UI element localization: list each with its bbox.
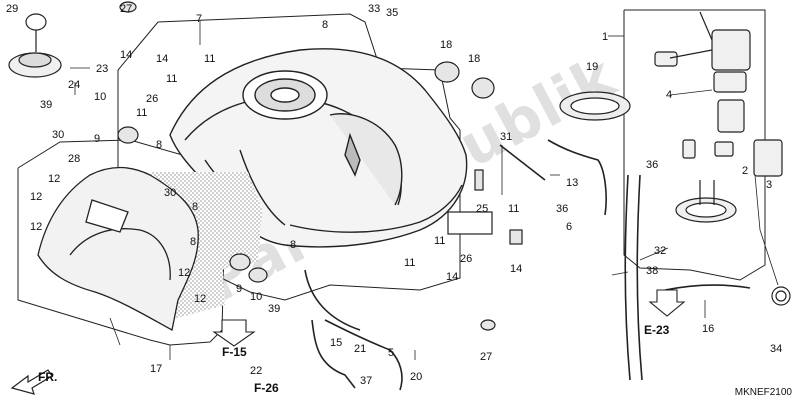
callout: 16 [702, 323, 714, 335]
side-cover [37, 166, 199, 331]
callout: 3 [766, 179, 772, 191]
callout: 12 [30, 221, 42, 233]
callout: 17 [150, 363, 162, 375]
callout: 37 [360, 375, 372, 387]
callout: 12 [178, 267, 190, 279]
callout: 8 [190, 236, 196, 248]
diagram-code: MKNEF2100 [734, 387, 792, 398]
callout-labels: 1 2 3 4 5 6 7 8 8 8 8 8 9 9 10 10 11 11 … [6, 3, 782, 387]
callout: 12 [194, 293, 206, 305]
callout: 14 [446, 271, 458, 283]
callout: 6 [566, 221, 572, 233]
gasket [559, 91, 631, 121]
hoses [304, 139, 751, 391]
callout: 32 [654, 245, 666, 257]
callout: 18 [440, 39, 452, 51]
callout: 4 [666, 89, 672, 101]
callout: 35 [386, 7, 398, 19]
callout: 9 [94, 133, 100, 145]
callout: 14 [510, 263, 522, 275]
callout: 39 [268, 303, 280, 315]
callout: 8 [322, 19, 328, 31]
callout: 22 [250, 365, 262, 377]
callout: 23 [96, 63, 108, 75]
callout: 24 [68, 79, 80, 91]
callout: 1 [602, 31, 608, 43]
callout: 36 [646, 159, 658, 171]
callout: 10 [250, 291, 262, 303]
callout: 5 [388, 347, 394, 359]
front-direction-arrow [10, 369, 53, 395]
callout: 13 [566, 177, 578, 189]
callout: 9 [236, 283, 242, 295]
callout: 12 [30, 191, 42, 203]
callout: 27 [120, 3, 132, 15]
callout: 11 [136, 107, 147, 119]
callout: 15 [330, 337, 342, 349]
callout: 8 [192, 201, 198, 213]
callout: 38 [646, 265, 658, 277]
callout: 33 [368, 3, 380, 15]
callout: 2 [742, 165, 748, 177]
callout: 25 [476, 203, 488, 215]
callout: 21 [354, 343, 366, 355]
callout: 7 [196, 13, 202, 25]
callout: 39 [40, 99, 52, 111]
callout: 18 [468, 53, 480, 65]
ref-e-23: E-23 [644, 323, 670, 337]
ref-f-15: F-15 [222, 345, 247, 359]
fittings [117, 1, 791, 331]
callout: 8 [156, 139, 162, 151]
callout: 11 [404, 257, 415, 269]
callout: 29 [6, 3, 18, 15]
fuel-pump-assembly [654, 11, 783, 223]
callout: 28 [68, 153, 80, 165]
callout: 30 [164, 187, 176, 199]
callout: 31 [500, 131, 512, 143]
callout: 36 [556, 203, 568, 215]
callout: 11 [434, 235, 445, 247]
callout: 27 [480, 351, 492, 363]
leader-lines [70, 20, 779, 360]
fuel-cap [8, 13, 62, 78]
callout: 11 [166, 73, 177, 85]
reference-arrows [212, 289, 686, 347]
callout: 10 [94, 91, 106, 103]
ref-f-26: F-26 [254, 381, 279, 395]
callout: 30 [52, 129, 64, 141]
callout: 14 [120, 49, 132, 61]
front-direction-label: FR. [38, 370, 57, 384]
callout: 19 [586, 61, 598, 73]
callout: 11 [204, 53, 215, 65]
callout: 20 [410, 371, 422, 383]
callout: 26 [460, 253, 472, 265]
callout: 34 [770, 343, 782, 355]
callout: 26 [146, 93, 158, 105]
callout: 14 [156, 53, 168, 65]
callout: 8 [290, 239, 296, 251]
callout: 12 [48, 173, 60, 185]
pump-frame [623, 9, 766, 281]
callout: 11 [508, 203, 519, 215]
